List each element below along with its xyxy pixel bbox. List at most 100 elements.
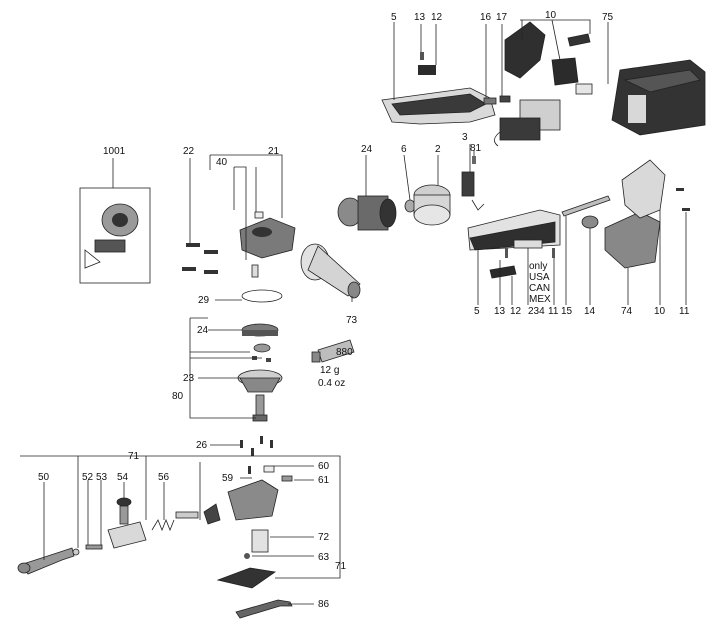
callout-10-bottom: 10 — [654, 306, 666, 317]
callout-6: 6 — [401, 144, 407, 155]
callout-75: 75 — [602, 12, 614, 23]
region-note-mex: MEX — [529, 294, 551, 305]
plate-71 — [216, 567, 277, 589]
callout-1001: 1001 — [103, 146, 126, 157]
callout-60: 60 — [318, 461, 330, 472]
pin-53 — [85, 544, 103, 550]
ring-29 — [241, 289, 283, 303]
callout-12-bottom: 12 — [510, 306, 522, 317]
pin-56 — [175, 511, 199, 519]
guard-clamp-body — [227, 465, 293, 521]
label-75-part — [575, 83, 593, 95]
screws-22 — [182, 243, 218, 274]
callout-80: 80 — [172, 391, 184, 402]
callout-26: 26 — [196, 440, 208, 451]
label-234 — [513, 239, 543, 249]
gear-head-21 — [239, 217, 296, 259]
tube-weight-g: 12 g — [320, 365, 339, 376]
callout-53: 53 — [96, 472, 108, 483]
callout-234: 234 — [528, 306, 545, 317]
callout-40: 40 — [216, 157, 228, 168]
screw-11-a — [676, 188, 684, 191]
callout-54: 54 — [117, 472, 129, 483]
callout-11-bottom: 11 — [548, 306, 559, 317]
spring-56 — [151, 518, 175, 532]
tube-weight-oz: 0.4 oz — [318, 378, 345, 389]
callout-labels: 5 13 12 16 17 10 75 3 81 24 6 2 1001 22 … — [38, 10, 690, 610]
bevel-gear-24 — [241, 323, 279, 337]
part-12b — [489, 265, 517, 279]
callout-63: 63 — [318, 552, 330, 563]
callout-14: 14 — [584, 306, 596, 317]
callout-72: 72 — [318, 532, 330, 543]
part-72 — [251, 529, 269, 553]
callout-15: 15 — [561, 306, 573, 317]
side-handle-73 — [300, 243, 361, 299]
callout-24-gear: 24 — [197, 325, 209, 336]
switch-cover-10-part — [504, 21, 591, 86]
bearing-6-part — [404, 199, 416, 213]
region-note-can: CAN — [529, 283, 550, 294]
lever-50 — [19, 547, 75, 575]
callout-21: 21 — [268, 146, 280, 157]
part-3 — [461, 171, 475, 197]
ball-63 — [244, 553, 250, 559]
screw-13-part — [420, 52, 424, 60]
callout-73: 73 — [346, 315, 358, 326]
part-56b — [203, 503, 221, 525]
region-note-only: only — [529, 261, 547, 272]
callout-16: 16 — [480, 12, 492, 23]
callout-81: 81 — [470, 143, 482, 154]
callout-22: 22 — [183, 146, 195, 157]
cover-74 — [604, 211, 661, 269]
callout-59: 59 — [222, 473, 234, 484]
callout-880: 880 — [336, 347, 353, 358]
callout-2: 2 — [435, 144, 441, 155]
callout-23: 23 — [183, 373, 195, 384]
screw-part — [266, 358, 271, 362]
spindle-part — [252, 394, 268, 422]
strip-15 — [561, 195, 611, 217]
magnet-ring-part — [413, 184, 451, 226]
callout-52: 52 — [82, 472, 94, 483]
flange-23 — [237, 369, 283, 393]
bearing-part — [253, 343, 271, 353]
callout-11-right: 11 — [679, 306, 690, 317]
screw-11-b — [682, 208, 690, 211]
part-16 — [483, 97, 497, 105]
callout-3: 3 — [462, 132, 468, 143]
callout-29: 29 — [198, 295, 210, 306]
knob-54 — [107, 497, 147, 549]
callout-5-bottom: 5 — [474, 306, 480, 317]
cover-10b — [621, 159, 666, 219]
clip-part — [471, 199, 485, 211]
callout-12-top: 12 — [431, 12, 443, 23]
part-14 — [581, 215, 599, 229]
screw-11a — [552, 248, 555, 258]
switch-slider-part — [418, 65, 436, 75]
housing-top-part — [381, 52, 496, 125]
electronics-module-part — [494, 99, 561, 147]
lever-50-end — [17, 562, 31, 574]
washer-40 — [254, 211, 264, 219]
region-note-usa: USA — [529, 272, 550, 283]
callout-13-top: 13 — [414, 12, 426, 23]
callout-86: 86 — [318, 599, 330, 610]
callout-50: 50 — [38, 472, 50, 483]
ring-52 — [72, 548, 80, 556]
inset-1001 — [79, 187, 151, 284]
part-81 — [472, 156, 476, 164]
callout-24-armature: 24 — [361, 144, 373, 155]
callout-5-top: 5 — [391, 12, 397, 23]
callout-71-bottom: 71 — [335, 561, 347, 572]
screw-59 — [248, 466, 251, 474]
callout-17: 17 — [496, 12, 508, 23]
grease-tube-880 — [311, 339, 355, 363]
callout-61: 61 — [318, 475, 330, 486]
hex-key-86 — [235, 599, 293, 619]
callout-71-top: 71 — [128, 451, 140, 462]
pin-40 — [251, 264, 259, 278]
battery-pack-part — [611, 59, 706, 136]
callout-10-top: 10 — [545, 10, 557, 21]
callout-13-bottom: 13 — [494, 306, 506, 317]
